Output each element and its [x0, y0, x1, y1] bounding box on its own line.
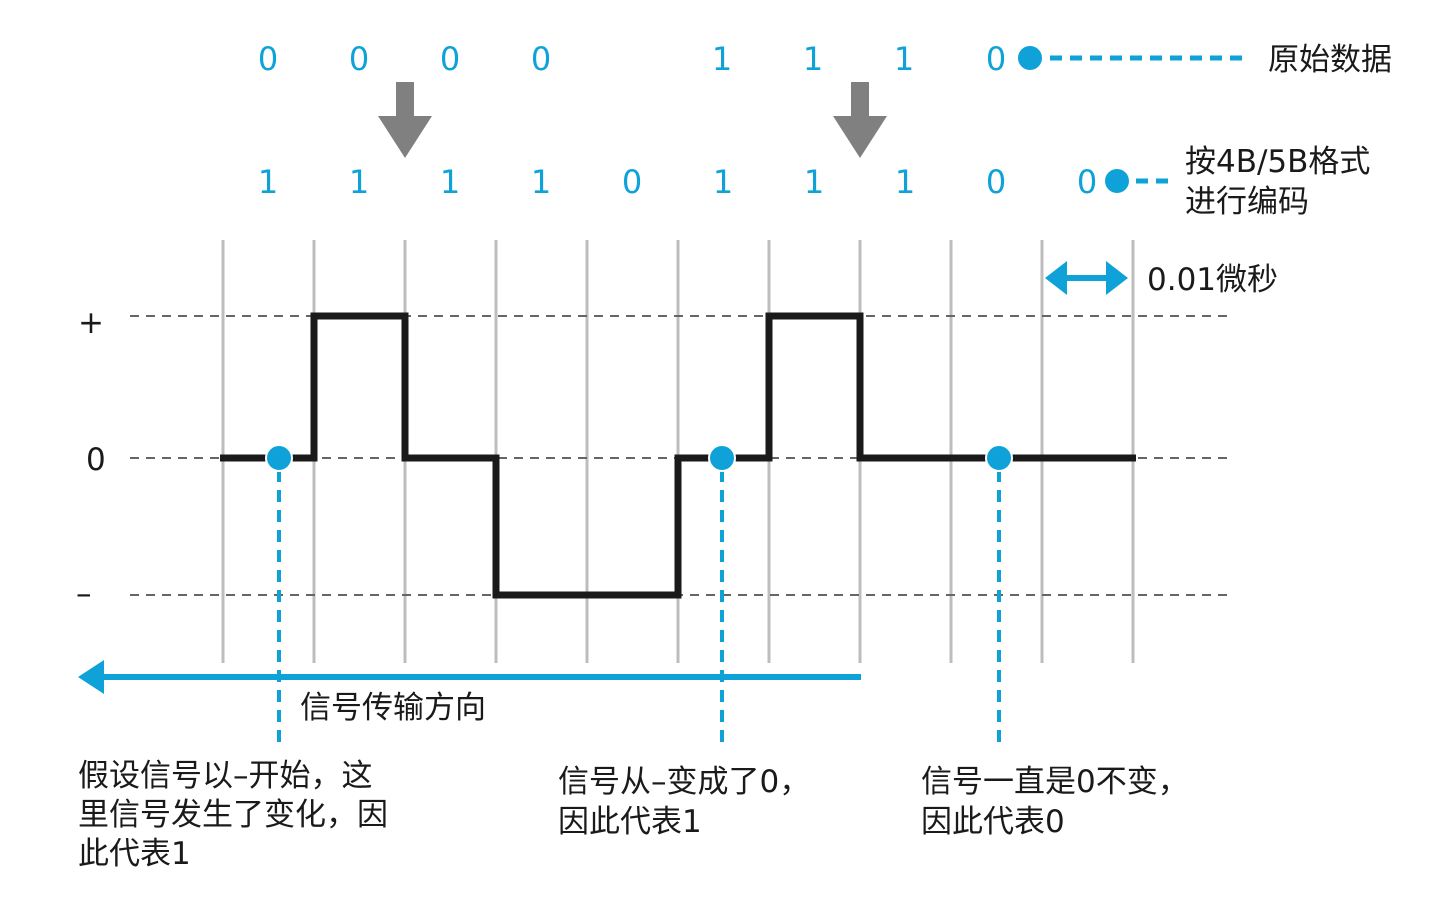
- marker-dot-3: [985, 444, 1013, 472]
- note-1: 假设信号以–开始，这 里信号发生了变化，因 此代表1: [78, 758, 398, 872]
- encoded-legend-label-2: 进行编码: [1185, 184, 1309, 220]
- original-legend-dot: [1018, 46, 1042, 70]
- level-label-plus: +: [78, 305, 104, 341]
- marker-dot-1: [265, 444, 293, 472]
- double-arrow-icon: [1045, 261, 1128, 295]
- original-legend-label: 原始数据: [1268, 42, 1392, 78]
- level-label-zero: 0: [86, 442, 106, 478]
- encoded-bit: 0: [1077, 163, 1097, 201]
- level-label-minus: –: [76, 576, 92, 612]
- original-bit: 1: [894, 40, 914, 78]
- time-grid: [221, 240, 1135, 663]
- encoded-legend-dot: [1105, 169, 1129, 193]
- encoded-legend-label-1: 按4B/5B格式: [1185, 144, 1370, 180]
- note-3: 信号一直是0不变， 因此代表0: [921, 764, 1199, 840]
- note-2: 信号从–变成了0， 因此代表1: [558, 764, 820, 840]
- original-bit: 1: [712, 40, 732, 78]
- encoded-bit: 1: [440, 163, 460, 201]
- encoded-bit: 1: [895, 163, 915, 201]
- direction-label: 信号传输方向: [300, 690, 486, 726]
- encoded-bit: 0: [622, 163, 642, 201]
- original-bit: 1: [803, 40, 823, 78]
- original-bit: 0: [531, 40, 551, 78]
- encoded-bit: 0: [986, 163, 1006, 201]
- original-data-row: 0 0 0 0 1 1 1 0: [258, 40, 1006, 78]
- direction-arrow-icon: [78, 660, 861, 694]
- original-bit: 0: [349, 40, 369, 78]
- marker-dot-2: [708, 444, 736, 472]
- encoded-data-row: 1 1 1 1 0 1 1 1 0 0: [258, 163, 1097, 201]
- time-unit-label: 0.01微秒: [1147, 262, 1278, 298]
- down-arrow-icon: [833, 82, 887, 158]
- encoded-bit: 1: [804, 163, 824, 201]
- original-bit: 0: [440, 40, 460, 78]
- original-bit: 0: [986, 40, 1006, 78]
- encoded-bit: 1: [258, 163, 278, 201]
- encoded-bit: 1: [713, 163, 733, 201]
- signal-waveform: [220, 312, 1136, 599]
- encoded-bit: 1: [349, 163, 369, 201]
- original-bit: 0: [258, 40, 278, 78]
- down-arrow-icon: [378, 82, 432, 158]
- encoded-bit: 1: [531, 163, 551, 201]
